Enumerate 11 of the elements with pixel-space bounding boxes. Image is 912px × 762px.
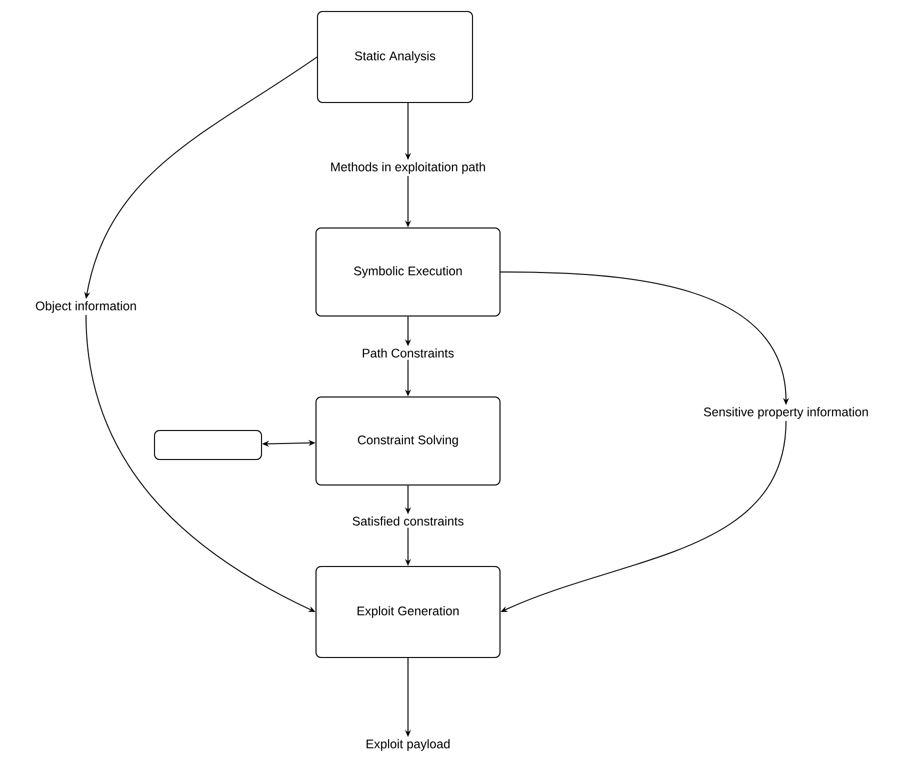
process-box [154, 430, 262, 460]
flow-label: Object information [33, 299, 139, 315]
process-box: Constraint Solving [316, 396, 500, 486]
process-box: Symbolic Execution [316, 228, 500, 316]
flow-label: Satisfied constraints [350, 514, 466, 528]
flow-label: Path Constraints [360, 346, 456, 360]
flow-label: Exploit payload [364, 737, 452, 753]
process-box: Static Analysis [317, 11, 473, 103]
flow-label: Sensitive property information [701, 405, 871, 421]
flow-label: Methods in exploitation path [328, 160, 488, 176]
process-box: Exploit Generation [316, 566, 500, 658]
